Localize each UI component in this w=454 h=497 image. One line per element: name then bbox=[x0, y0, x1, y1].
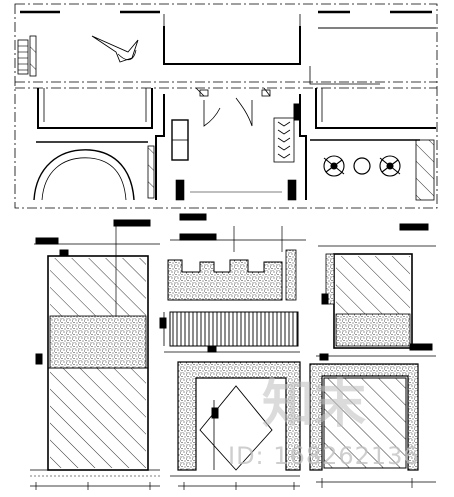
elev-center-slats bbox=[169, 311, 299, 347]
elev-center-stipple-wall bbox=[167, 259, 283, 301]
section-bottom-center bbox=[170, 345, 301, 490]
plan-corridor-wall-left bbox=[155, 94, 165, 200]
plan-wall-lower-right bbox=[315, 88, 436, 129]
bottom-right-stipple-frame bbox=[309, 363, 419, 471]
elevation-bottom-right bbox=[309, 353, 436, 488]
section-stipple-frame bbox=[177, 361, 301, 471]
plan-outer-dashed-boundary bbox=[14, 3, 438, 209]
floor-plan bbox=[14, 3, 438, 209]
plan-sink-left bbox=[323, 155, 345, 177]
plan-door-swing-left bbox=[203, 100, 221, 127]
elev-left-lower-hatch bbox=[50, 368, 146, 468]
elevation-center bbox=[159, 213, 306, 353]
plan-radiator-left bbox=[17, 39, 29, 75]
plan-central-room bbox=[163, 26, 301, 65]
plan-hanger-rack bbox=[273, 117, 295, 163]
elev-left-stipple-band bbox=[49, 315, 147, 369]
elev-right-stipple-band bbox=[335, 313, 411, 347]
plan-drafting-tool-sketch bbox=[91, 35, 139, 63]
plan-sink-right bbox=[379, 155, 401, 177]
plan-wall-lower-left bbox=[37, 88, 153, 129]
plan-door-swing-right bbox=[235, 97, 253, 127]
plan-corridor-wall-right bbox=[299, 94, 307, 200]
elevation-right bbox=[316, 223, 436, 357]
elev-left-upper-hatch bbox=[50, 258, 146, 316]
section-diamond bbox=[199, 385, 273, 471]
plan-round-table bbox=[353, 157, 371, 175]
elevation-left bbox=[30, 219, 160, 490]
plan-arched-furniture bbox=[33, 149, 135, 201]
bottom-right-hatch-panel bbox=[323, 377, 407, 469]
